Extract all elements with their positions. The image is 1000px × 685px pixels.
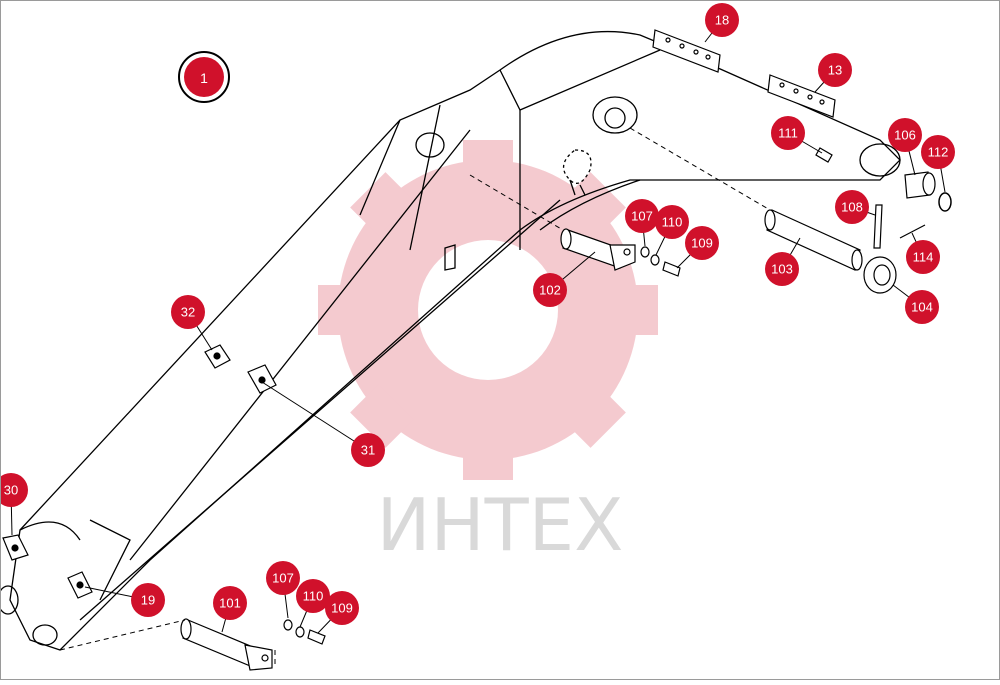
callout-109-upper-label: 109 — [691, 236, 713, 251]
clamp-19 — [67, 571, 93, 599]
callout-30[interactable]: 30 — [0, 473, 28, 507]
main-label-text: 1 — [200, 70, 208, 86]
callout-107-lower-label: 107 — [272, 571, 294, 586]
callout-31-label: 31 — [361, 443, 375, 458]
pin-101 — [180, 618, 273, 671]
pin-102 — [560, 228, 636, 271]
callout-111[interactable]: 111 — [771, 116, 805, 150]
clamp-30 — [2, 534, 29, 561]
callout-107-lower[interactable]: 107 — [266, 561, 300, 595]
pin-103 — [764, 209, 863, 271]
callout-106-label: 106 — [894, 128, 916, 143]
callout-19[interactable]: 19 — [131, 583, 165, 617]
bushing-106 — [904, 171, 936, 199]
callout-111-label: 111 — [778, 126, 798, 141]
callout-101-label: 101 — [219, 596, 241, 611]
callout-32-label: 32 — [181, 305, 195, 320]
callout-32[interactable]: 32 — [171, 295, 205, 329]
clamp-32 — [204, 344, 231, 369]
callout-112-label: 112 — [928, 145, 949, 160]
callout-104[interactable]: 104 — [905, 290, 939, 324]
callout-107-upper-label: 107 — [631, 209, 653, 224]
callout-110-lower[interactable]: 110 — [296, 579, 330, 613]
callout-13-label: 13 — [828, 63, 842, 78]
main-part-label: 1 — [178, 51, 230, 103]
spacer-104 — [863, 256, 897, 294]
callout-110-upper-label: 110 — [662, 215, 683, 230]
hardware-set-upper — [640, 246, 681, 277]
callout-107-upper[interactable]: 107 — [625, 199, 659, 233]
ring-112 — [938, 192, 952, 212]
callout-109-upper[interactable]: 109 — [685, 226, 719, 260]
callout-101[interactable]: 101 — [213, 586, 247, 620]
callout-109-lower[interactable]: 109 — [325, 591, 359, 625]
callout-110-upper[interactable]: 110 — [655, 205, 689, 239]
callouts: 18 13 111 106 112 108 114 104 103 107 11… — [0, 3, 955, 625]
callout-18[interactable]: 18 — [705, 3, 739, 37]
wear-plate-18 — [652, 29, 721, 73]
lock-pin-108 — [873, 204, 883, 249]
callout-102-label: 102 — [539, 283, 561, 298]
callout-13[interactable]: 13 — [818, 53, 852, 87]
callout-103-label: 103 — [771, 262, 793, 277]
callout-110-lower-label: 110 — [303, 589, 324, 604]
split-pin-114 — [899, 224, 926, 239]
callout-106[interactable]: 106 — [888, 118, 922, 152]
callout-112[interactable]: 112 — [921, 135, 955, 169]
callout-30-label: 30 — [4, 483, 18, 498]
callout-102[interactable]: 102 — [533, 273, 567, 307]
callout-108-label: 108 — [841, 200, 863, 215]
wear-plate-13 — [767, 74, 836, 118]
callout-114-label: 114 — [913, 250, 934, 265]
callout-109-lower-label: 109 — [331, 601, 353, 616]
callout-104-label: 104 — [911, 300, 933, 315]
callout-18-label: 18 — [715, 13, 729, 28]
watermark-text: ИНТЕХ — [377, 483, 624, 567]
boom-body — [0, 30, 901, 651]
callout-103[interactable]: 103 — [765, 252, 799, 286]
callout-114[interactable]: 114 — [906, 240, 940, 274]
callout-19-label: 19 — [141, 593, 155, 608]
callout-108[interactable]: 108 — [835, 190, 869, 224]
alignment-lines — [59, 127, 771, 665]
callout-31[interactable]: 31 — [351, 433, 385, 467]
